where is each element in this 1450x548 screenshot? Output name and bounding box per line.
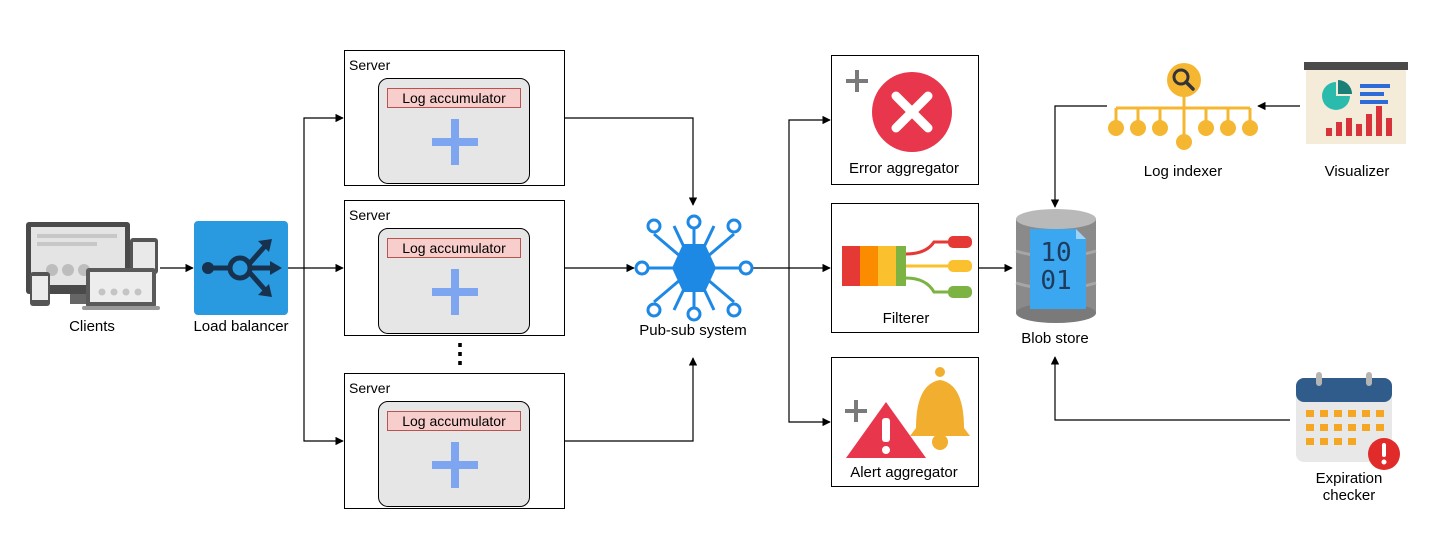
error-aggregator-box: Error aggregator	[831, 55, 979, 185]
log-accumulator-2: Log accumulator	[378, 228, 530, 334]
expiration-checker-label: Expiration checker	[1316, 470, 1383, 504]
clients-label: Clients	[69, 318, 115, 335]
server-1: Server Log accumulator	[344, 50, 565, 186]
log-accumulator-1: Log accumulator	[378, 78, 530, 184]
blob-bits-line2: 01	[1040, 266, 1072, 296]
filterer-label: Filterer	[882, 310, 930, 327]
calendar-icon	[1294, 372, 1404, 472]
blob-store-label: Blob store	[1021, 330, 1089, 347]
log-accumulator-3: Log accumulator	[378, 401, 530, 507]
error-aggregator-label: Error aggregator	[848, 160, 960, 177]
edge-lb-server1	[303, 113, 344, 268]
edge-lb-server3	[303, 268, 344, 446]
load-balancer-label: Load balancer	[193, 318, 289, 335]
server-title: Server	[349, 380, 391, 396]
server-title: Server	[349, 57, 391, 73]
bell-icon	[910, 367, 970, 450]
edge-hub-error	[788, 115, 831, 268]
pubsub-label: Pub-sub system	[639, 322, 747, 339]
alert-icon	[845, 367, 970, 458]
server-title: Server	[349, 207, 391, 223]
server-3: Server Log accumulator	[344, 373, 565, 509]
visualizer-board-icon	[1304, 62, 1408, 146]
edge-indexer-blob	[1050, 105, 1107, 208]
expiration-checker-line1: Expiration	[1315, 470, 1383, 487]
alert-aggregator-box: Alert aggregator	[831, 357, 979, 487]
server-2: Server Log accumulator	[344, 200, 565, 336]
alert-aggregator-label: Alert aggregator	[850, 464, 958, 481]
log-indexer-label: Log indexer	[1143, 163, 1223, 180]
visualizer-label: Visualizer	[1324, 163, 1390, 180]
devices-icon	[22, 220, 162, 312]
blob-bits-line1: 10	[1040, 238, 1072, 268]
filterer-box: Filterer	[831, 203, 979, 333]
more-servers-ellipsis: ⋮	[447, 338, 473, 368]
edge-server3-hub	[565, 357, 698, 442]
indexer-tree-icon	[1104, 62, 1264, 154]
edge-server1-hub	[565, 117, 698, 206]
hub-icon	[634, 214, 754, 322]
edge-expiration-blob	[1050, 356, 1290, 421]
load-balancer-icon	[194, 221, 288, 315]
log-accumulator-tag: Log accumulator	[387, 411, 521, 431]
expiration-checker-line2: checker	[1322, 487, 1376, 504]
log-accumulator-tag: Log accumulator	[387, 88, 521, 108]
log-accumulator-tag: Log accumulator	[387, 238, 521, 258]
database-icon: 10 01	[1014, 207, 1098, 325]
edge-hub-alert	[788, 268, 831, 427]
error-icon	[846, 70, 952, 152]
filter-funnel-icon	[842, 236, 972, 298]
